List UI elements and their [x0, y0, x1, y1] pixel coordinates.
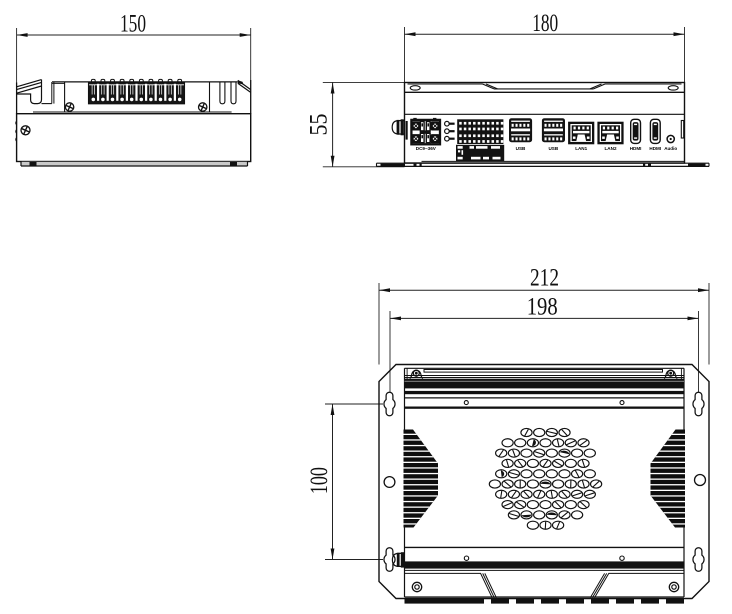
svg-text:212: 212 [530, 264, 559, 291]
svg-text:HDMI: HDMI [649, 146, 661, 151]
svg-text:55: 55 [306, 114, 333, 136]
svg-text:180: 180 [532, 10, 558, 37]
svg-text:LAN2: LAN2 [605, 146, 617, 151]
svg-text:LAN1: LAN1 [575, 146, 587, 151]
svg-text:USB: USB [548, 146, 558, 151]
svg-text:USB: USB [516, 146, 526, 151]
svg-text:100: 100 [306, 467, 333, 494]
svg-text:Audio: Audio [664, 146, 677, 151]
svg-text:DC9~36V: DC9~36V [416, 146, 437, 151]
svg-text:198: 198 [527, 293, 558, 320]
svg-text:150: 150 [120, 11, 146, 38]
svg-text:HDMI: HDMI [630, 146, 642, 151]
